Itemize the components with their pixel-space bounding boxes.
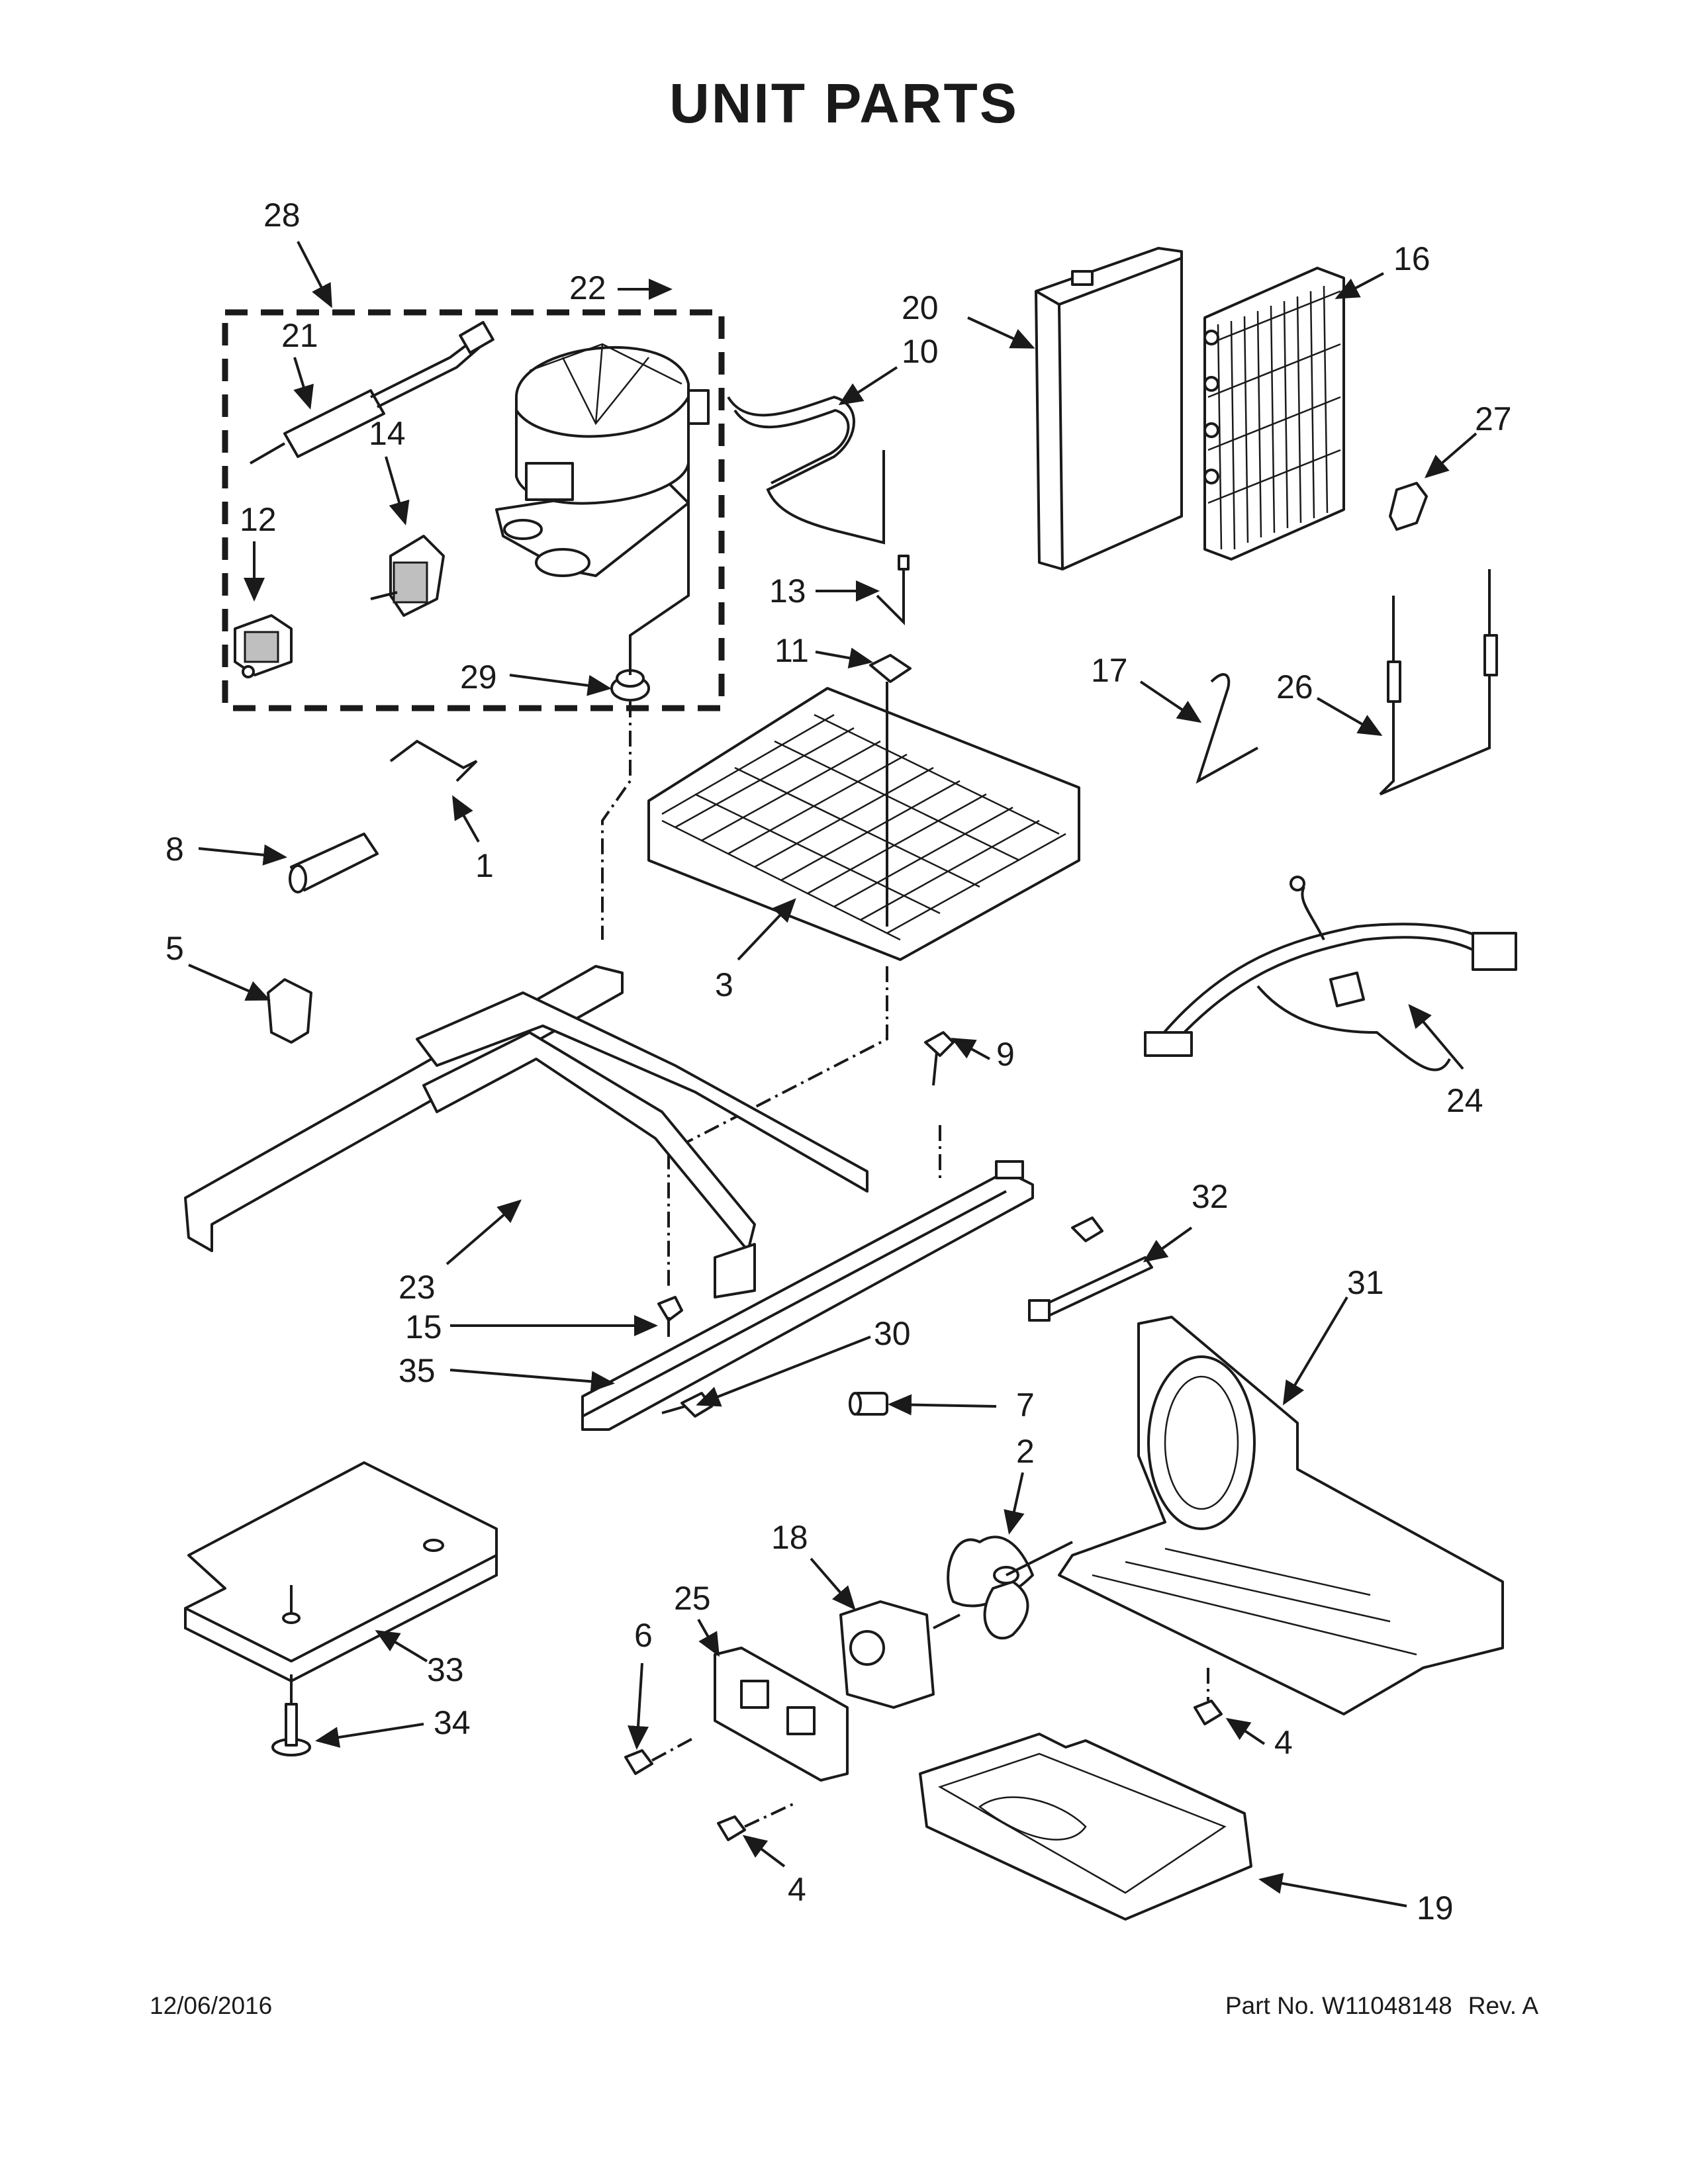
compressor [495, 343, 710, 577]
callout-35: 35 [399, 1352, 436, 1389]
callout-20: 20 [902, 289, 939, 326]
tube-8 [289, 833, 379, 893]
fan-shroud [1058, 1316, 1504, 1715]
callout-6: 6 [634, 1617, 653, 1654]
callout-18: 18 [771, 1519, 808, 1556]
condenser-shroud [1035, 247, 1183, 570]
callout-11: 11 [774, 632, 809, 669]
callout-34: 34 [434, 1704, 471, 1741]
tube-13 [876, 563, 905, 625]
revision: Rev. A [1468, 1992, 1538, 2019]
callout-16: 16 [1393, 240, 1430, 277]
evaporator [647, 682, 1080, 961]
discharge-tube [727, 395, 885, 545]
callout-arrows [188, 241, 1477, 1907]
leveling-leg [271, 1674, 311, 1756]
front-rail [581, 1160, 1034, 1431]
motor-bracket [714, 1647, 849, 1782]
callout-27: 27 [1475, 400, 1512, 437]
tube-17 [1196, 673, 1258, 784]
callout-13: 13 [769, 572, 806, 610]
part-number: Part No. W11048148 [1225, 1992, 1452, 2019]
callout-33: 33 [427, 1651, 464, 1688]
callout-21: 21 [281, 317, 318, 354]
callout-26: 26 [1276, 668, 1313, 705]
overload-protector [370, 535, 445, 617]
callout-14: 14 [369, 415, 406, 452]
callout-15: 15 [405, 1308, 442, 1345]
callout-8: 8 [165, 831, 184, 868]
tube-26 [1379, 569, 1498, 796]
fan-motor [839, 1600, 961, 1709]
callout-28: 28 [263, 197, 301, 234]
callout-2: 2 [1016, 1433, 1035, 1470]
callout-10: 10 [902, 333, 939, 370]
callout-3: 3 [715, 966, 733, 1003]
callout-5: 5 [165, 930, 184, 967]
callout-4-lower: 4 [788, 1871, 806, 1908]
footer-date: 12/06/2016 [150, 1992, 273, 2019]
screw-15 [657, 1296, 683, 1337]
cable-tie [1028, 1256, 1153, 1322]
screw-6 [624, 1736, 696, 1775]
compressor-kit-box [222, 309, 725, 711]
callout-7: 7 [1016, 1387, 1035, 1424]
clip-5 [267, 978, 312, 1044]
callout-labels: 28 22 20 16 21 10 14 12 27 13 11 29 17 2… [165, 197, 1512, 1927]
callout-24: 24 [1446, 1082, 1483, 1119]
callout-30: 30 [874, 1315, 911, 1352]
callout-1: 1 [475, 847, 494, 884]
screw-4-right [1194, 1668, 1223, 1725]
screw-30a [1071, 1216, 1103, 1242]
callout-22: 22 [569, 269, 606, 306]
callout-17: 17 [1091, 652, 1128, 689]
callout-29: 29 [460, 659, 497, 696]
callout-32: 32 [1192, 1178, 1229, 1215]
fan-blade [947, 1535, 1073, 1640]
screw-9 [924, 1031, 955, 1086]
drain-pan [919, 1733, 1252, 1921]
callout-9: 9 [996, 1036, 1015, 1073]
clip-27 [1389, 482, 1428, 531]
cover-panel [184, 1461, 498, 1683]
callout-31: 31 [1347, 1264, 1384, 1301]
callout-12: 12 [240, 501, 277, 538]
start-relay [234, 614, 293, 678]
frame-rail-assembly [184, 965, 868, 1298]
callout-19: 19 [1417, 1889, 1454, 1927]
callout-4-right: 4 [1274, 1724, 1293, 1761]
clip-1 [389, 739, 478, 782]
drier [250, 321, 494, 465]
callout-25: 25 [674, 1580, 711, 1617]
condenser-coil [1203, 267, 1345, 561]
footer-part-number: Part No. W11048148 Rev. A [1209, 1992, 1538, 2020]
callout-23: 23 [399, 1269, 436, 1306]
screw-4-lower [717, 1802, 795, 1841]
page-title: UNIT PARTS [669, 72, 1019, 134]
bushing [849, 1392, 888, 1416]
wire-harness [1144, 876, 1517, 1071]
clip [869, 654, 912, 683]
